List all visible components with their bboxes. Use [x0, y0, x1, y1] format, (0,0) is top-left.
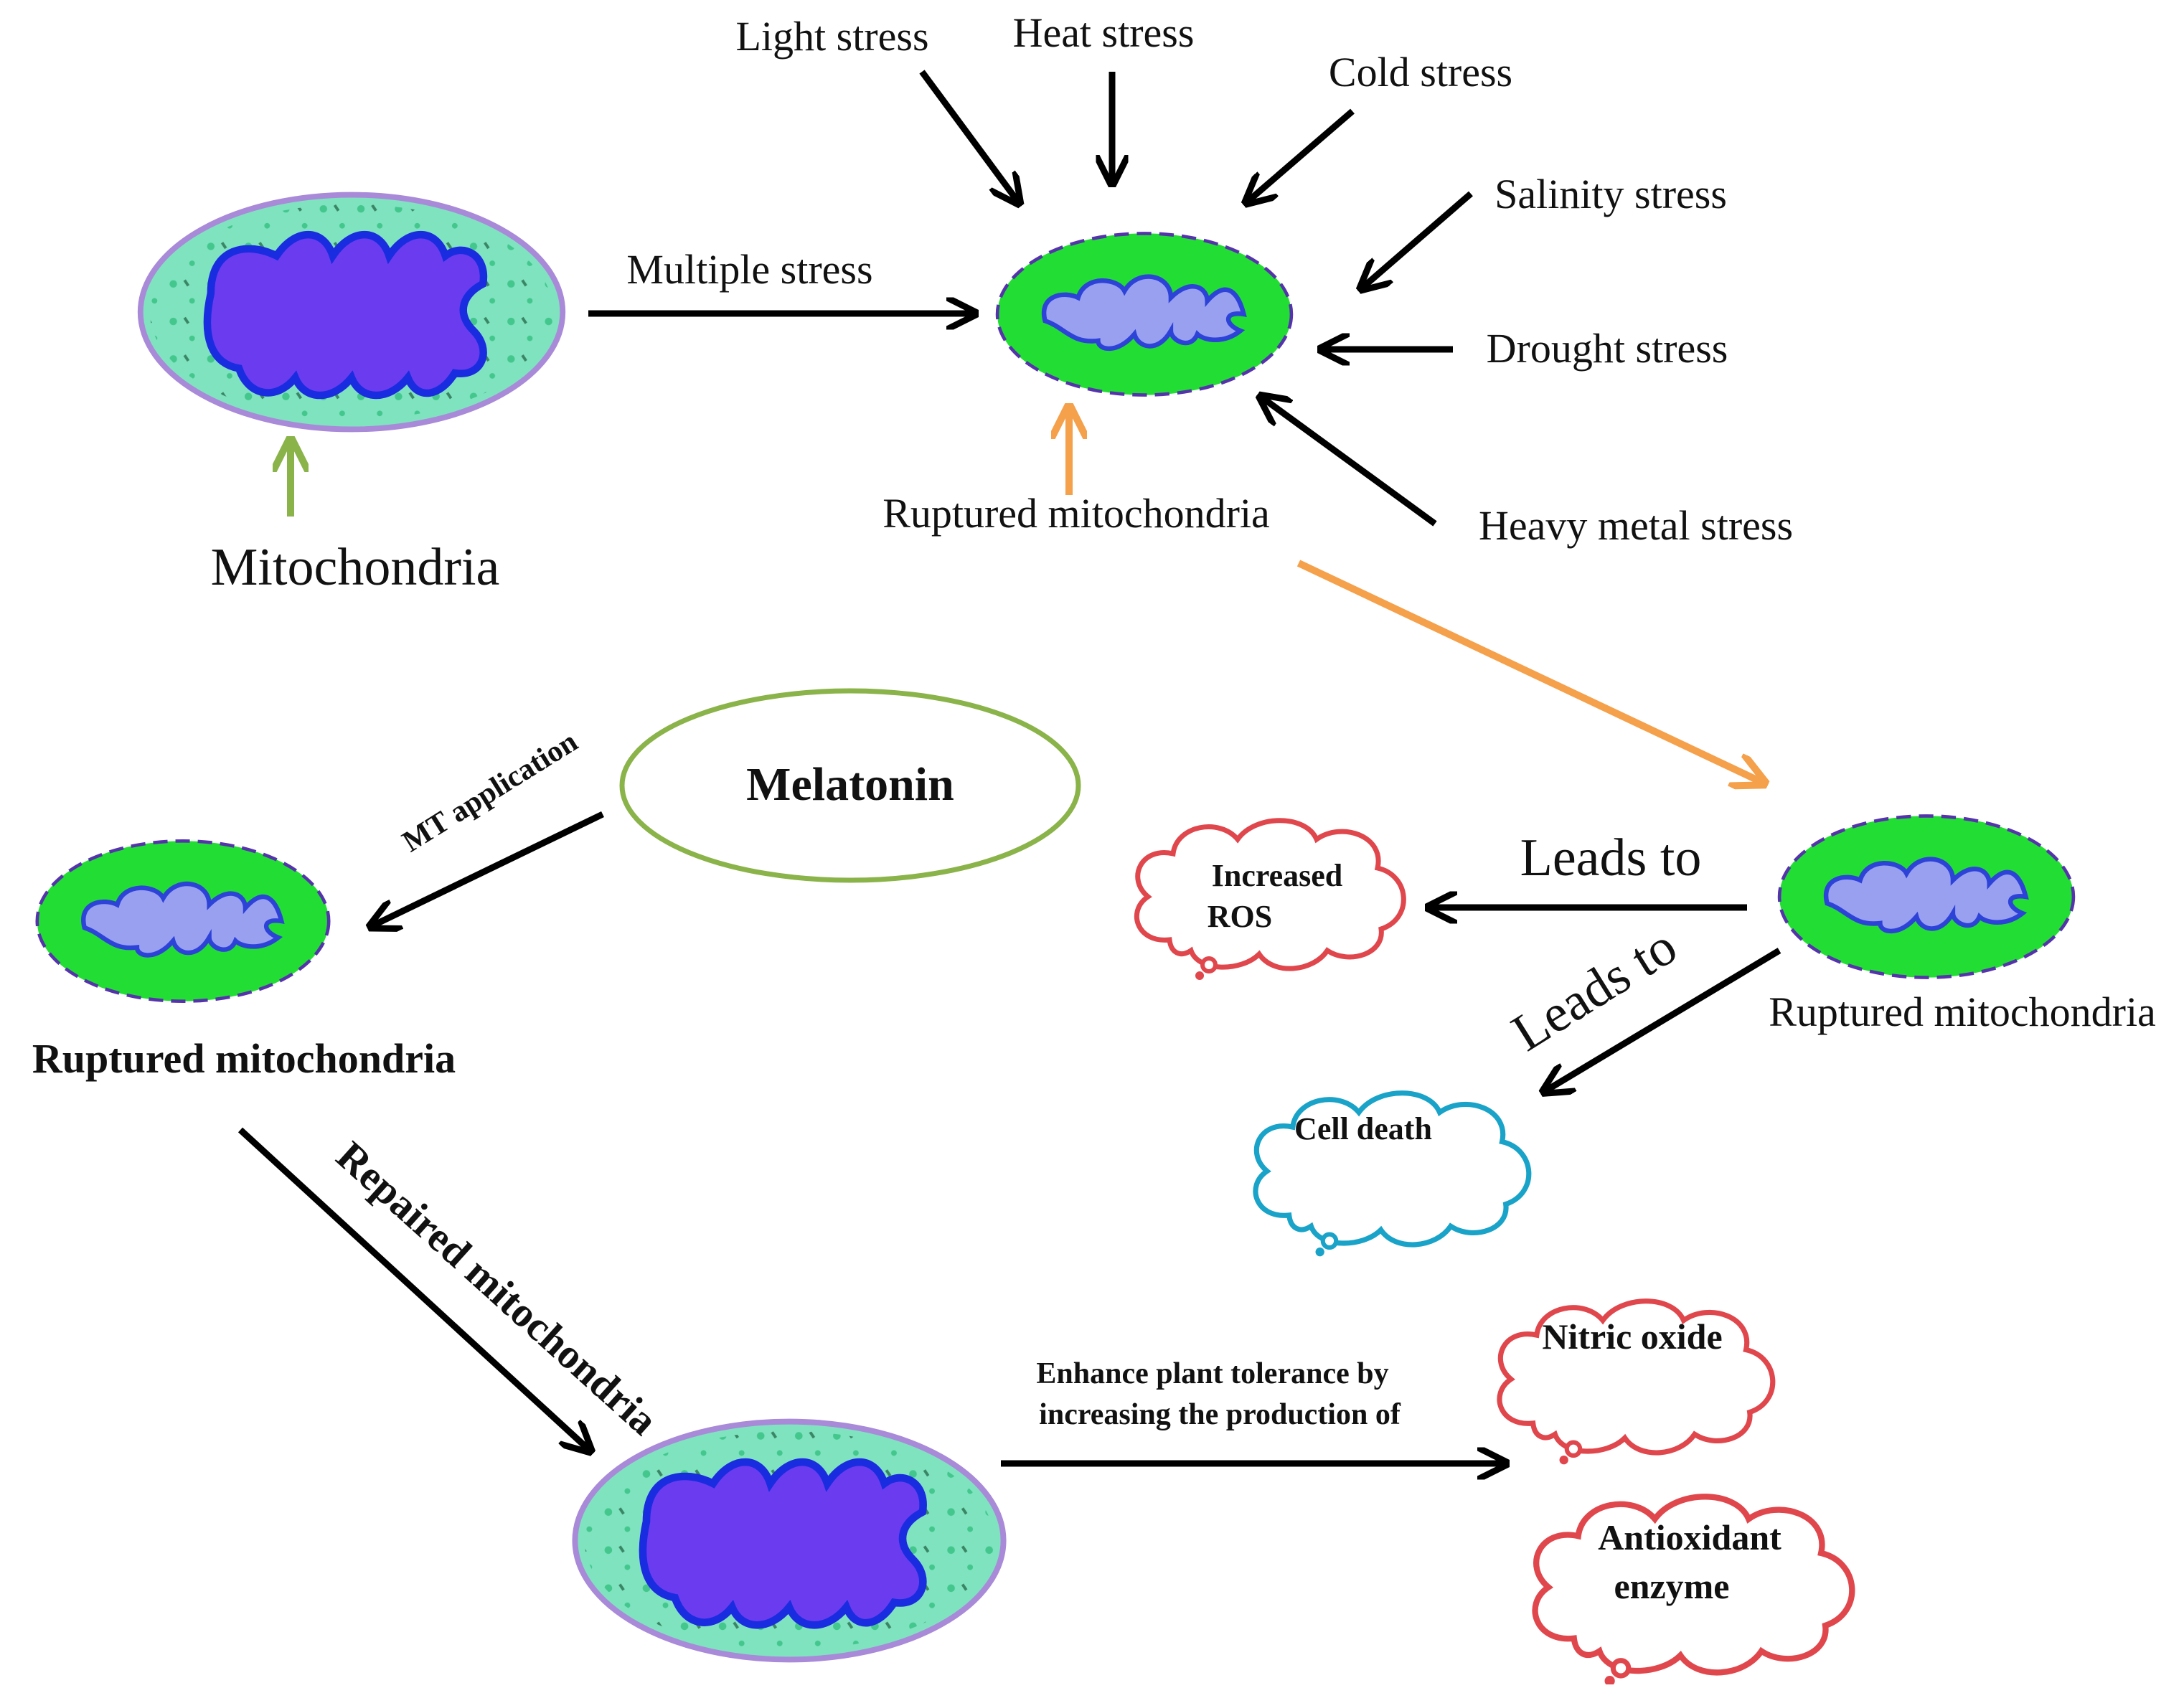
- healthy-mitochondria-bottom: [575, 1422, 1003, 1660]
- light-stress-arrow: [919, 70, 1017, 201]
- cell-death-cloud: Cell death: [1256, 1093, 1529, 1257]
- leads-to-label-2: Leads to: [1502, 917, 1687, 1062]
- healthy-mitochondria-top: [141, 195, 563, 430]
- cold-stress-arrow: [1248, 108, 1355, 201]
- ros-cloud-line1: Increased: [1212, 858, 1343, 893]
- nitric-oxide-cloud: Nitric oxide: [1500, 1301, 1773, 1465]
- multiple-stress-label: Multiple stress: [626, 246, 872, 293]
- heavy-metal-stress-label: Heavy metal stress: [1479, 502, 1793, 549]
- salinity-stress-label: Salinity stress: [1495, 171, 1727, 217]
- cell-death-text: Cell death: [1294, 1111, 1432, 1146]
- heat-stress-label: Heat stress: [1013, 9, 1195, 56]
- ruptured-mitochondria-left: [37, 841, 329, 1001]
- antioxidant-line2: enzyme: [1614, 1566, 1729, 1606]
- enhance-label-line2: increasing the production of: [1039, 1398, 1401, 1431]
- repaired-mitochondria-label: Repaired mitochondria: [328, 1132, 667, 1444]
- heavy-metal-stress-arrow: [1263, 398, 1437, 527]
- light-stress-label: Light stress: [735, 13, 928, 60]
- enhance-label-line1: Enhance plant tolerance by: [1036, 1357, 1388, 1390]
- salinity-stress-arrow: [1363, 191, 1473, 287]
- cold-stress-label: Cold stress: [1329, 49, 1512, 95]
- leads-to-label-1: Leads to: [1520, 829, 1702, 887]
- orange-progression-arrow: [1296, 560, 1761, 782]
- melatonin-label: Melatonin: [746, 758, 954, 811]
- repaired-mitochondria-arrow: [237, 1127, 588, 1449]
- ruptured-mitochondria-top: [997, 233, 1291, 395]
- leads-to-cell-death-arrow: [1546, 948, 1781, 1090]
- ruptured-right-label: Ruptured mitochondria: [1769, 989, 2156, 1035]
- ros-cloud: Increased ROS: [1136, 821, 1403, 980]
- antioxidant-cloud: Antioxidant enzyme: [1535, 1496, 1853, 1684]
- ruptured-left-label: Ruptured mitochondria: [32, 1035, 456, 1082]
- mitochondria-label: Mitochondria: [211, 538, 500, 597]
- nitric-oxide-text: Nitric oxide: [1542, 1316, 1722, 1357]
- ruptured-top-label: Ruptured mitochondria: [882, 490, 1270, 537]
- ruptured-mitochondria-right: [1779, 816, 2074, 977]
- melatonin-ellipse: [619, 688, 1081, 883]
- mt-application-arrow: [373, 811, 604, 925]
- drought-stress-label: Drought stress: [1487, 325, 1728, 372]
- ros-cloud-line2: ROS: [1208, 899, 1272, 934]
- antioxidant-line1: Antioxidant: [1598, 1517, 1781, 1557]
